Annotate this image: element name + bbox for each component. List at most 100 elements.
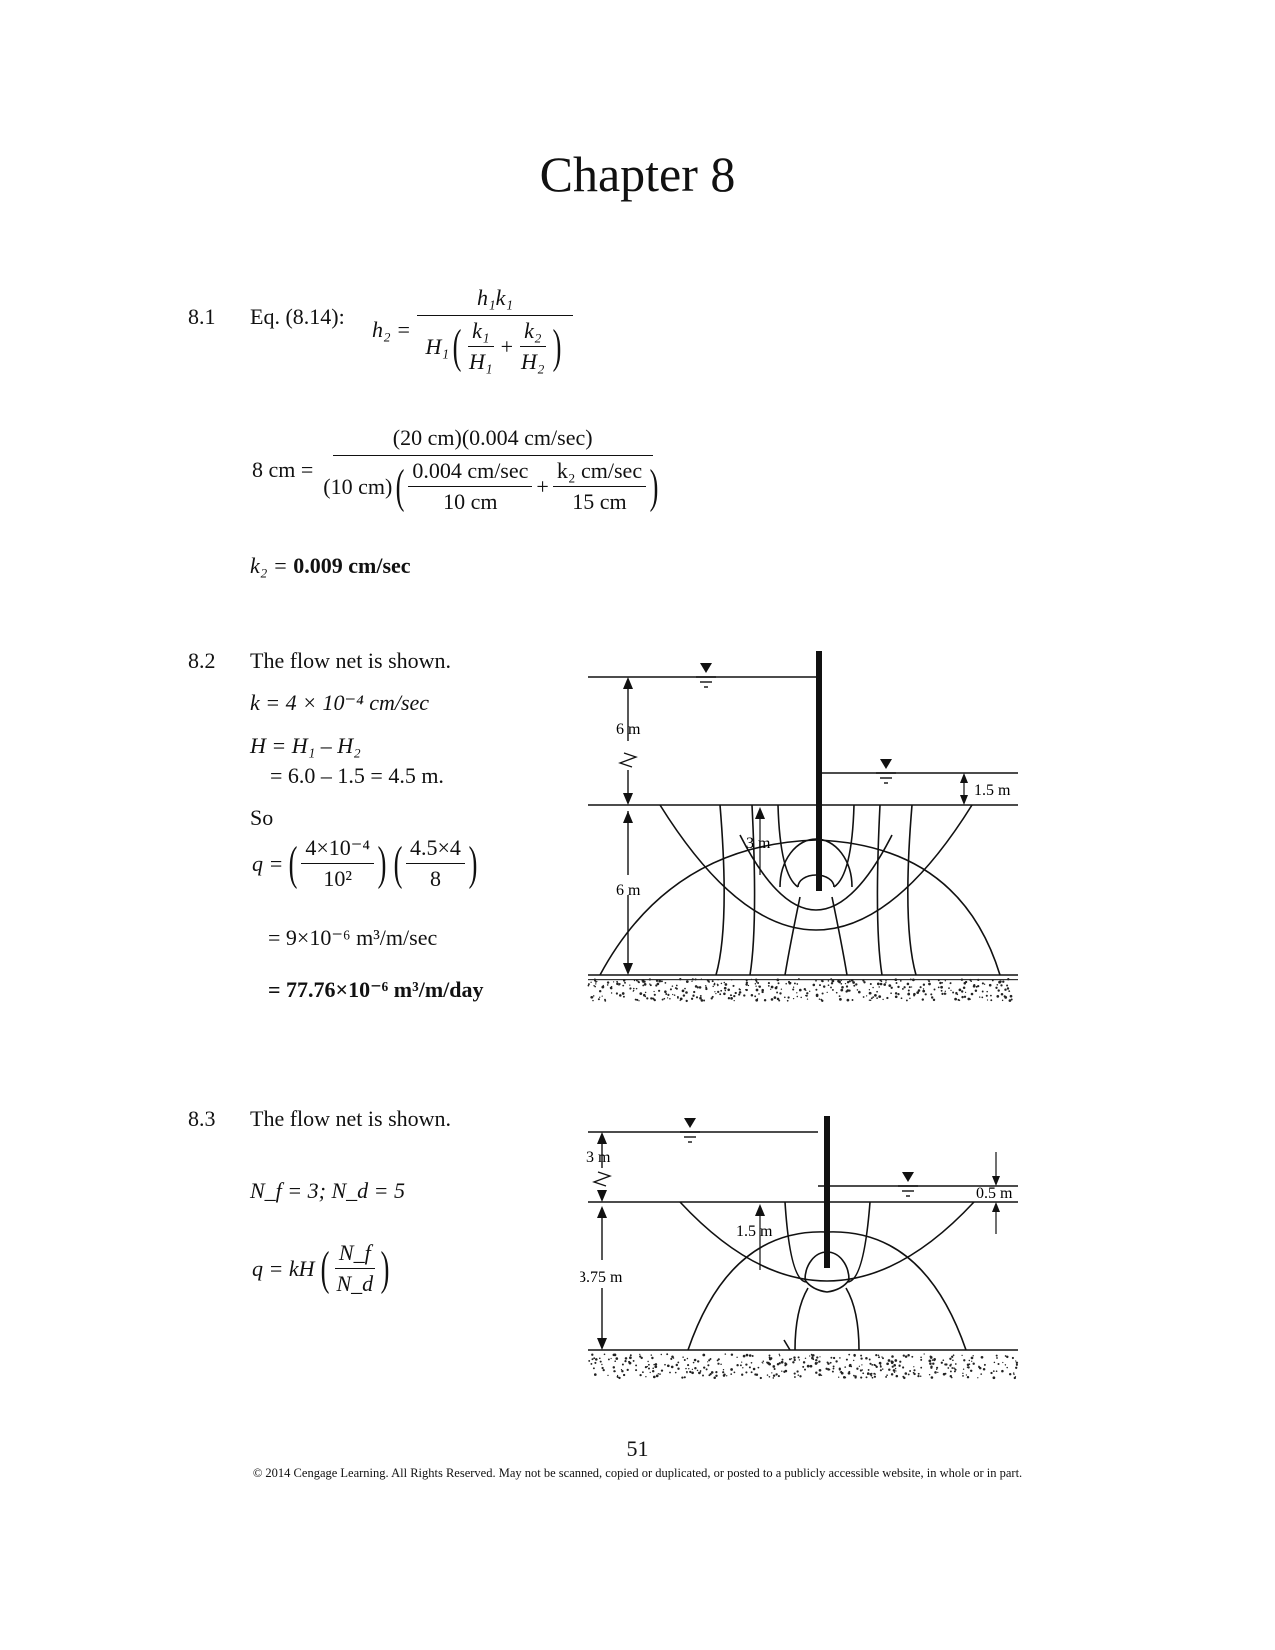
soil-dot bbox=[658, 989, 661, 992]
soil-dot bbox=[869, 999, 872, 1001]
soil-dot bbox=[708, 1374, 711, 1377]
soil-dot bbox=[686, 1357, 689, 1360]
soil-dot bbox=[905, 999, 908, 1002]
soil-dot bbox=[664, 990, 667, 993]
soil-dot bbox=[897, 992, 900, 996]
soil-dot bbox=[945, 1363, 948, 1366]
soil-dot bbox=[599, 1360, 602, 1363]
soil-dot bbox=[1015, 1363, 1018, 1366]
soil-dot bbox=[788, 1358, 792, 1361]
soil-dot bbox=[891, 1355, 894, 1358]
soil-dot bbox=[757, 1366, 760, 1369]
soil-dot bbox=[894, 1367, 897, 1370]
soil-dot bbox=[822, 985, 826, 988]
left-paren-icon: ( bbox=[452, 319, 462, 373]
soil-dot bbox=[632, 1359, 635, 1362]
soil-dot bbox=[742, 1354, 746, 1358]
soil-dot bbox=[874, 994, 877, 997]
soil-dot bbox=[806, 992, 809, 995]
flow-net-figure-8-2: 6 m 6 m 1.5 m 3 m bbox=[587, 651, 1018, 1003]
soil-dot bbox=[888, 1368, 891, 1371]
soil-dot bbox=[841, 986, 844, 989]
soil-dot bbox=[863, 981, 866, 984]
soil-dot bbox=[893, 1371, 896, 1374]
soil-dot bbox=[886, 1362, 889, 1366]
soil-dot bbox=[783, 996, 786, 999]
q-f1-den: 10² bbox=[323, 866, 352, 891]
soil-dot bbox=[930, 1366, 933, 1369]
soil-dot bbox=[1000, 993, 1004, 996]
soil-dot bbox=[966, 1375, 970, 1379]
soil-dot bbox=[957, 998, 960, 1001]
soil-dot bbox=[692, 994, 695, 997]
soil-dot bbox=[830, 986, 832, 989]
soil-dot bbox=[840, 982, 843, 985]
soil-dot bbox=[601, 995, 603, 997]
soil-dot bbox=[720, 982, 723, 985]
soil-dot bbox=[679, 978, 682, 981]
soil-dot bbox=[705, 1368, 708, 1371]
soil-dot bbox=[960, 978, 964, 981]
soil-dot bbox=[873, 1363, 876, 1366]
soil-dot bbox=[827, 980, 830, 982]
flow-line-3 bbox=[739, 834, 893, 911]
soil-dot bbox=[919, 986, 922, 989]
soil-dot bbox=[681, 989, 685, 993]
soil-dot bbox=[950, 989, 952, 992]
soil-dot bbox=[622, 984, 625, 987]
soil-dot bbox=[720, 989, 723, 992]
soil-dot bbox=[730, 997, 733, 1000]
sub-term-1-num: 0.004 cm/sec bbox=[408, 458, 533, 487]
soil-dot bbox=[673, 994, 676, 996]
soil-dot bbox=[594, 1361, 597, 1364]
soil-dot bbox=[691, 980, 693, 982]
soil-dot bbox=[766, 1374, 769, 1376]
soil-dot bbox=[614, 1360, 617, 1363]
soil-dot bbox=[738, 991, 742, 994]
term-1-num: k₁ bbox=[468, 318, 494, 347]
soil-dot bbox=[681, 1376, 684, 1379]
term-1: k₁ H₁ bbox=[465, 318, 497, 375]
soil-dot bbox=[1002, 1361, 1004, 1364]
soil-dot bbox=[684, 987, 686, 990]
soil-dot bbox=[780, 988, 783, 990]
soil-dot bbox=[928, 980, 931, 983]
q-num: N_f bbox=[334, 1240, 375, 1269]
soil-dot bbox=[741, 1373, 744, 1376]
left-paren-icon: ( bbox=[393, 836, 403, 890]
soil-dot bbox=[941, 992, 944, 996]
q-fraction: N_f N_d bbox=[332, 1240, 377, 1297]
soil-dot bbox=[651, 1356, 654, 1360]
soil-dot bbox=[851, 999, 854, 1001]
soil-dot bbox=[1008, 999, 1012, 1002]
soil-dot bbox=[991, 979, 994, 982]
soil-dot bbox=[702, 1353, 706, 1357]
soil-dot bbox=[613, 1370, 616, 1373]
soil-dot bbox=[894, 978, 898, 982]
soil-dot bbox=[796, 995, 799, 998]
soil-dot bbox=[934, 1371, 937, 1374]
soil-dot bbox=[1004, 1364, 1007, 1366]
soil-dot bbox=[970, 980, 972, 982]
soil-dot bbox=[944, 990, 946, 992]
soil-dot bbox=[656, 982, 660, 986]
soil-dot bbox=[846, 981, 850, 984]
soil-dot bbox=[590, 981, 592, 983]
soil-dot bbox=[674, 1371, 677, 1374]
soil-dot bbox=[607, 1374, 609, 1377]
soil-dot bbox=[601, 1363, 603, 1366]
soil-dot bbox=[610, 1357, 612, 1360]
soil-dot bbox=[1014, 1376, 1016, 1379]
soil-dot bbox=[892, 1369, 896, 1372]
soil-dot bbox=[1013, 1373, 1015, 1376]
soil-dot bbox=[715, 992, 717, 995]
soil-dot bbox=[689, 1370, 692, 1374]
result-value: 0.009 cm/sec bbox=[293, 553, 411, 578]
soil-dot bbox=[909, 1370, 912, 1372]
right-paren-icon: ) bbox=[380, 1241, 390, 1295]
soil-dot bbox=[871, 1376, 874, 1379]
soil-dot bbox=[928, 1359, 932, 1363]
soil-dot bbox=[793, 1358, 796, 1362]
soil-dot bbox=[792, 988, 795, 991]
soil-dot bbox=[698, 1371, 701, 1375]
